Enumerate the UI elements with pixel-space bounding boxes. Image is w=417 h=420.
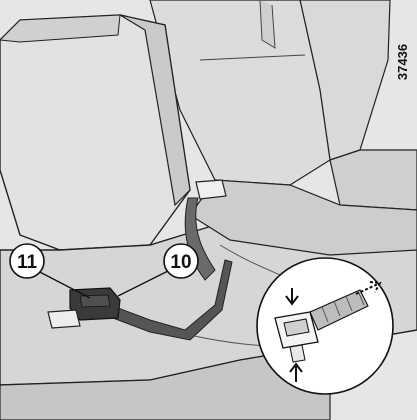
left-seatback-front-face bbox=[119, 14, 191, 207]
callout-leader-11 bbox=[31, 267, 91, 299]
belt-strap-lower bbox=[104, 259, 233, 341]
inset-strap-hatch bbox=[321, 290, 365, 323]
inset-buckle-stem bbox=[289, 344, 306, 363]
inset-strap bbox=[309, 289, 369, 331]
seat-cushion-top bbox=[189, 179, 417, 256]
callout-leader-10 bbox=[117, 269, 171, 297]
inset-arrow-down-icon bbox=[285, 288, 299, 306]
seat-anchor-top bbox=[195, 179, 227, 200]
inset-arrow-right-icon bbox=[355, 281, 382, 295]
belt-buckle-face bbox=[79, 294, 111, 308]
callout-11: 11 bbox=[9, 243, 45, 279]
right-seatback-seam bbox=[199, 54, 306, 61]
left-seatback-top bbox=[0, 14, 121, 43]
belt-strap-upper bbox=[184, 197, 216, 281]
inset-buckle-slot bbox=[283, 318, 310, 337]
callout-11-label: 11 bbox=[17, 252, 38, 273]
callout-10-label: 10 bbox=[170, 252, 191, 273]
figure-reference-number: 37436 bbox=[395, 44, 410, 80]
door-panel-lower bbox=[329, 149, 417, 211]
right-seatback-seam-2 bbox=[259, 0, 276, 49]
inset-arrow-up-icon bbox=[289, 362, 303, 382]
seat-anchor-bottom bbox=[47, 309, 81, 329]
inset-detail bbox=[256, 257, 394, 395]
callout-10: 10 bbox=[163, 243, 199, 279]
right-seatback bbox=[149, 0, 331, 186]
